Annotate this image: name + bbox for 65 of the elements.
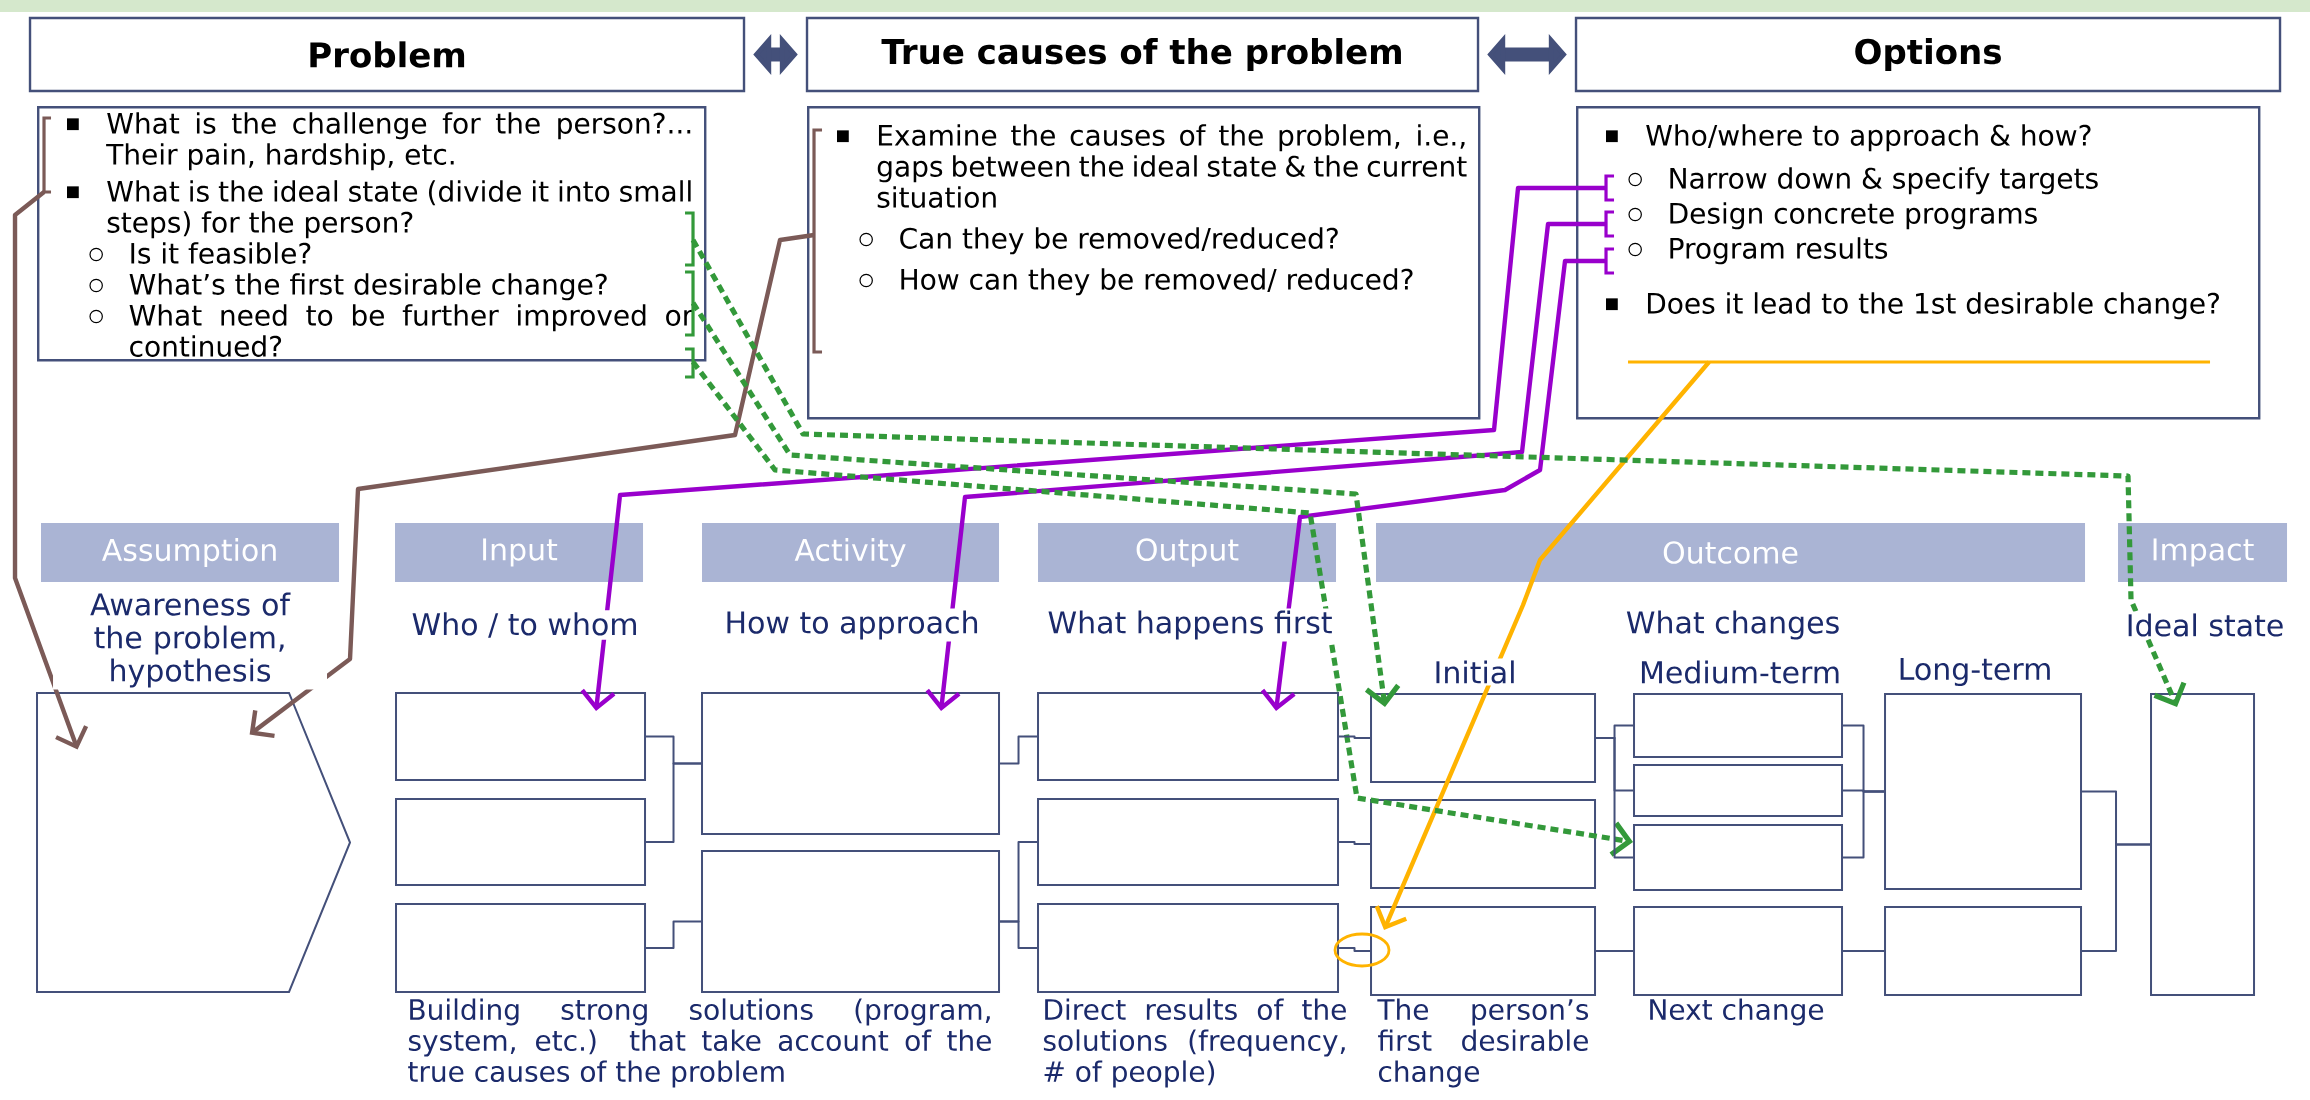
column-subtitle: Who / to whom xyxy=(409,610,641,640)
empty-box xyxy=(2150,693,2256,996)
connector-line xyxy=(2081,843,2151,952)
column-subtitle: Ideal state xyxy=(2123,611,2287,639)
connector-line xyxy=(1338,841,1371,845)
empty-box xyxy=(1037,798,1339,886)
text-box: What is the challenge for the person?... Their pain, hardship, etc. What is the ideal state (divide it into small steps) for the person? Is it feasible? What’s the first desirable change? What need to be further improved or continued? xyxy=(37,106,707,362)
column-subtitle: How to approach xyxy=(722,608,982,642)
column-header-bar: Activity xyxy=(702,523,999,582)
leader-arrow xyxy=(690,238,2187,707)
leader-arrow xyxy=(1374,360,1711,930)
description-text: Direct results of the solutions (frequency, # of people) xyxy=(1040,996,1350,1090)
connector-line xyxy=(645,920,702,949)
text-box: Examine the causes of the problem, i.e., gaps between the ideal state & the current situation Can they be removed/reduced? How can they be removed/ reduced? xyxy=(807,106,1481,420)
column-header-bar: Output xyxy=(1038,523,1336,582)
connector-line xyxy=(999,735,1038,765)
connector-line xyxy=(999,920,1038,949)
empty-box xyxy=(1633,824,1843,891)
leader-arrow xyxy=(690,301,1401,707)
heading-box: Problem xyxy=(28,16,746,93)
connector-line xyxy=(1842,790,1885,859)
empty-box xyxy=(1370,906,1596,996)
column-subtitle: Initial xyxy=(1431,658,1519,686)
description-text: The person’s first desirable change xyxy=(1375,996,1592,1090)
leader-arrow xyxy=(1260,258,1606,711)
column-header-bar: Outcome xyxy=(1376,523,2085,582)
description-text: Next change xyxy=(1645,996,1827,1028)
connector-line xyxy=(1338,735,1371,739)
empty-box xyxy=(395,903,646,993)
connector-line xyxy=(1842,950,1885,952)
pentagon-box xyxy=(36,692,352,993)
empty-box xyxy=(701,692,1000,835)
heading-box: Options xyxy=(1574,16,2282,93)
connector-line xyxy=(1338,947,1371,952)
empty-box xyxy=(1370,799,1596,889)
empty-box xyxy=(1633,906,1843,996)
leader-arrow xyxy=(580,185,1606,711)
connector-line xyxy=(1595,737,1634,859)
text-box: Who/where to approach & how? Narrow down & specify targets Design concrete programs Program results Does it lead to the 1st desirable change? xyxy=(1576,106,2261,420)
column-subtitle: Medium-term xyxy=(1637,658,1844,686)
description-text: Building strong solutions (program, system, etc.) that take account of the true causes of the problem xyxy=(405,996,995,1090)
empty-box xyxy=(395,692,646,781)
empty-box xyxy=(1370,693,1596,783)
column-subtitle: What changes xyxy=(1623,608,1843,642)
column-header-bar: Assumption xyxy=(41,523,339,582)
empty-box xyxy=(1037,692,1339,781)
empty-box xyxy=(395,798,646,886)
column-subtitle: Awareness of the problem, hypothesis xyxy=(53,590,327,690)
leader-arrow xyxy=(690,360,1634,857)
column-header-bar: Input xyxy=(395,523,643,582)
leader-arrow xyxy=(925,221,1606,711)
column-subtitle: What happens first xyxy=(1045,608,1335,642)
empty-box xyxy=(1884,906,2082,996)
column-subtitle: Long-term xyxy=(1895,655,2055,689)
empty-box xyxy=(1884,693,2082,890)
connector-line xyxy=(1595,950,1634,952)
leader-arrow xyxy=(12,190,89,750)
connector-line xyxy=(645,762,702,843)
empty-box xyxy=(701,850,1000,993)
empty-box xyxy=(1633,693,1843,758)
column-header-bar: Impact xyxy=(2118,523,2287,582)
heading-box: True causes of the problem xyxy=(805,16,1480,93)
empty-box xyxy=(1633,764,1843,817)
empty-box xyxy=(1037,903,1339,993)
leader-arrow xyxy=(249,232,815,739)
